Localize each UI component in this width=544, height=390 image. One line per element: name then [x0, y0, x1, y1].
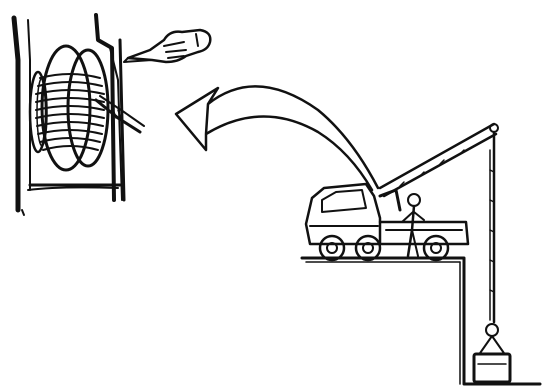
cable-drum-icon	[11, 13, 145, 216]
ground-platform	[300, 256, 542, 386]
hook-load-icon	[472, 130, 512, 384]
wound-cable	[28, 70, 105, 154]
operator-figure	[401, 193, 425, 258]
pointing-hand-icon	[123, 28, 212, 64]
curved-arrow-icon	[174, 85, 380, 192]
crane-truck-icon	[304, 122, 499, 262]
